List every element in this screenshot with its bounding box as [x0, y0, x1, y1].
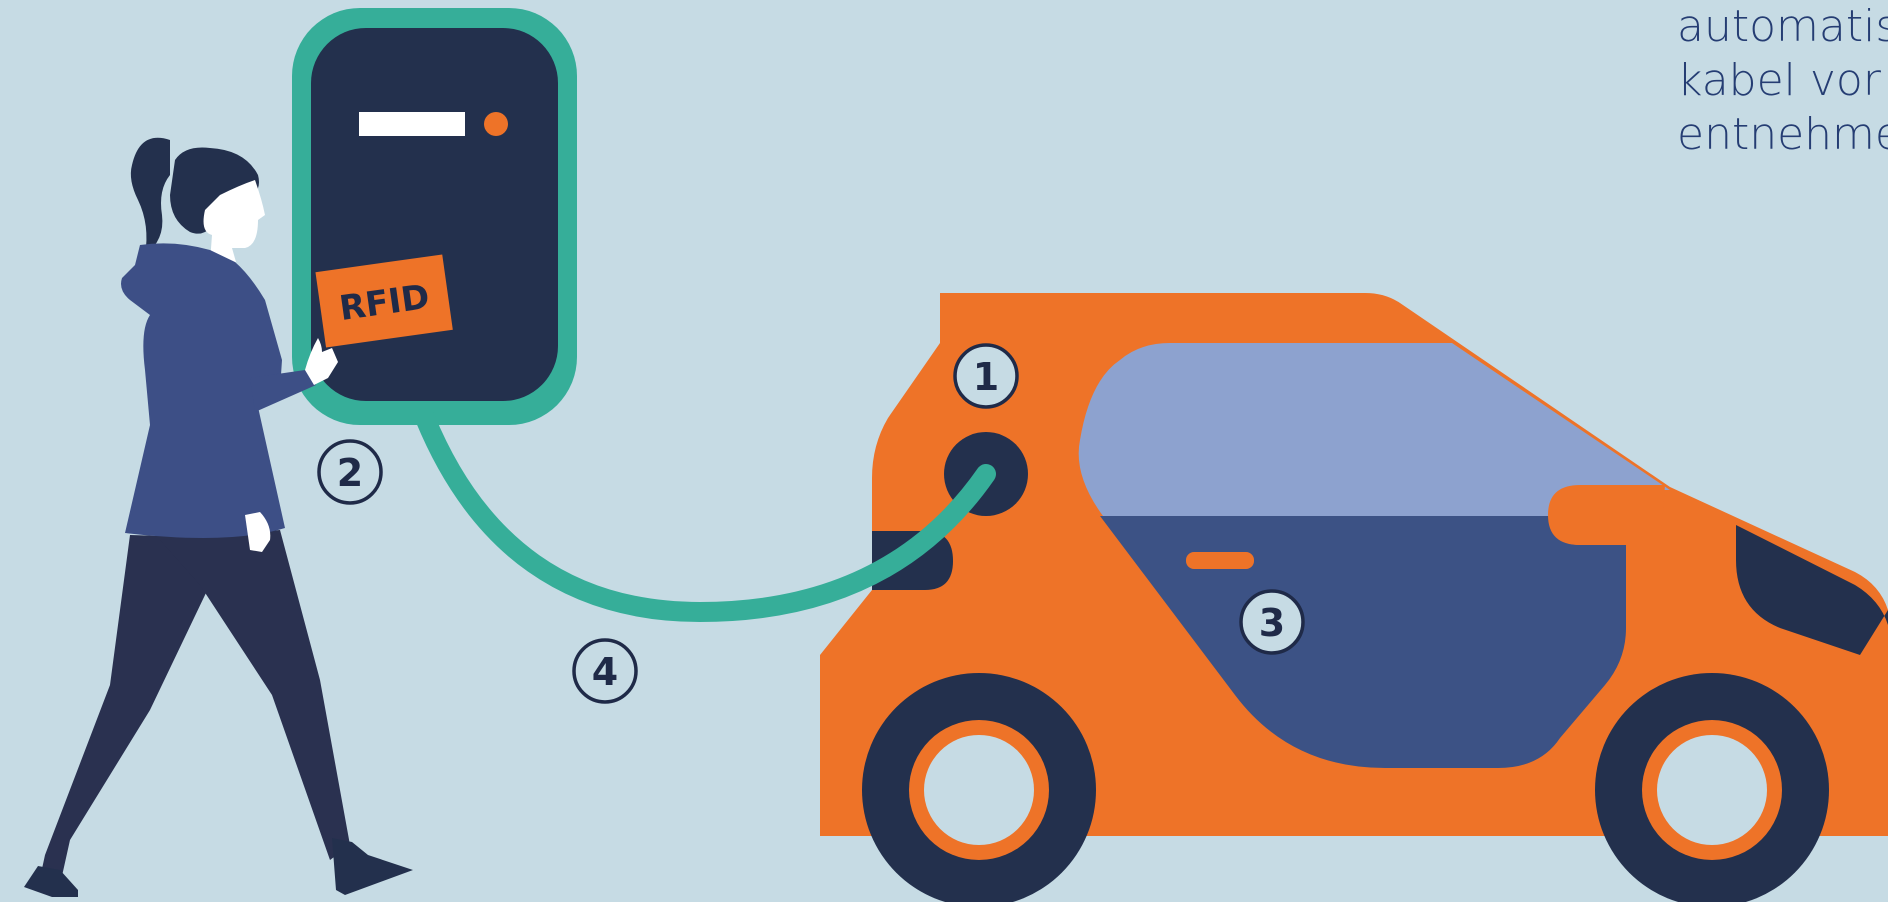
wallbox-face [311, 28, 558, 401]
shoe-front [332, 838, 413, 895]
step-4-label: 4 [592, 650, 618, 694]
rear-wheel [1595, 673, 1829, 902]
hair-ponytail [131, 138, 170, 255]
front-wheel [862, 673, 1096, 902]
shoe-back [24, 866, 78, 897]
step-3-label: 3 [1259, 601, 1285, 645]
status-led [484, 112, 508, 136]
leg-back [40, 535, 230, 885]
step-marker-4: 4 [574, 640, 636, 702]
side-mirror [1548, 485, 1665, 545]
wallbox-display [359, 112, 465, 136]
step-marker-2: 2 [319, 441, 381, 503]
step-marker-1: 1 [955, 345, 1017, 407]
step-1-label: 1 [973, 355, 999, 399]
step-2-label: 2 [337, 451, 363, 495]
door-handle [1186, 552, 1254, 569]
step-marker-3: 3 [1241, 591, 1303, 653]
